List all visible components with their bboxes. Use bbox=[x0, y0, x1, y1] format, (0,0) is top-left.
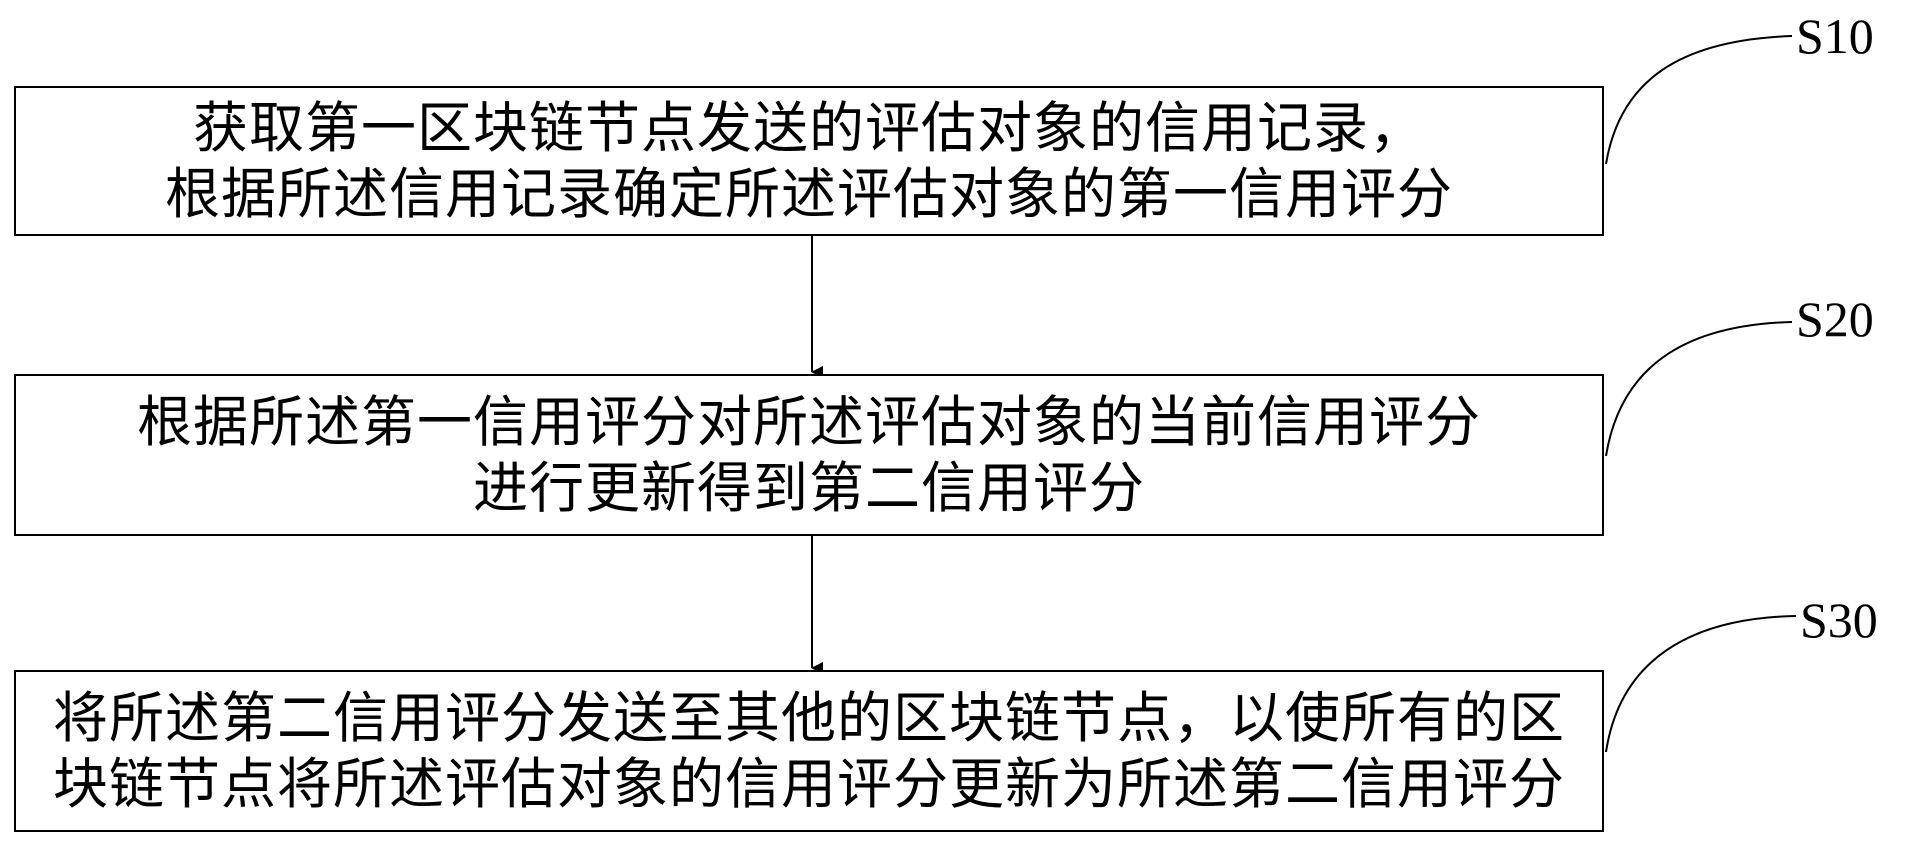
step-text-line: 进行更新得到第二信用评分 bbox=[472, 456, 1145, 520]
leader-curve-s10 bbox=[1605, 35, 1793, 165]
step-label-s20: S20 bbox=[1796, 291, 1874, 347]
step-box-s20: 根据所述第一信用评分对所述评估对象的当前信用评分 进行更新得到第二信用评分 bbox=[14, 374, 1604, 536]
step-text-line: 根据所述第一信用评分对所述评估对象的当前信用评分 bbox=[136, 390, 1481, 454]
step-text-line: 将所述第二信用评分发送至其他的区块链节点，以使所有的区 bbox=[52, 686, 1565, 750]
step-box-s10: 获取第一区块链节点发送的评估对象的信用记录， 根据所述信用记录确定所述评估对象的… bbox=[14, 86, 1604, 236]
step-text-line: 块链节点将所述评估对象的信用评分更新为所述第二信用评分 bbox=[52, 752, 1565, 816]
step-text-line: 根据所述信用记录确定所述评估对象的第一信用评分 bbox=[164, 162, 1453, 226]
step-label-s30: S30 bbox=[1800, 592, 1878, 648]
step-text-line: 获取第一区块链节点发送的评估对象的信用记录， bbox=[192, 96, 1425, 160]
step-label-s10: S10 bbox=[1796, 8, 1874, 64]
leader-curve-s20 bbox=[1605, 321, 1793, 457]
leader-curve-s30 bbox=[1605, 615, 1797, 753]
step-box-s30: 将所述第二信用评分发送至其他的区块链节点，以使所有的区 块链节点将所述评估对象的… bbox=[14, 670, 1604, 832]
